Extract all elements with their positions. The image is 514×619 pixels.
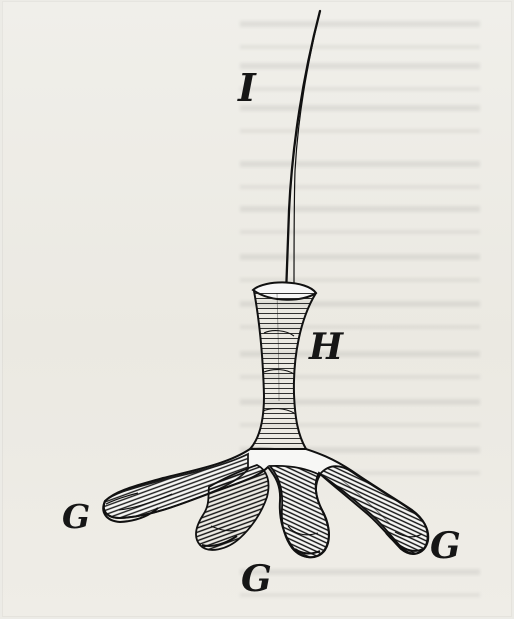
appendage-g-center: [270, 466, 329, 557]
label-h: H: [309, 329, 343, 365]
label-i: I: [238, 69, 256, 107]
filament-i: [286, 11, 320, 295]
label-g-bottom: G: [241, 561, 272, 597]
label-g-right: G: [430, 528, 461, 564]
label-g-left: G: [62, 500, 90, 533]
stalk-h: [250, 282, 316, 449]
